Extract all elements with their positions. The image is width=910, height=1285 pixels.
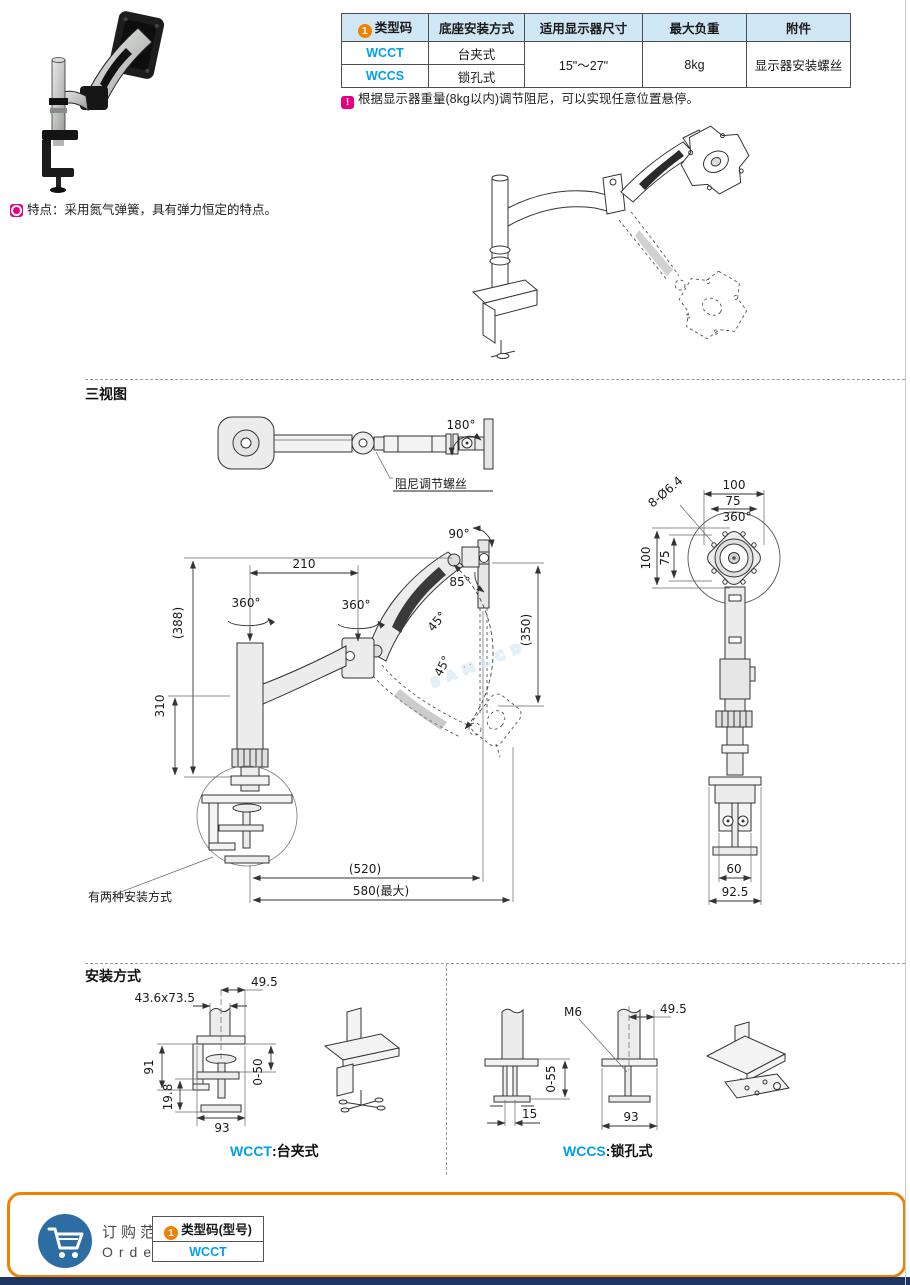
dim-520: (520) bbox=[349, 862, 381, 876]
dim-15: 15 bbox=[522, 1107, 537, 1121]
damper-screw-label: 阻尼调节螺丝 bbox=[395, 477, 467, 491]
dim-360-mid: 360° bbox=[342, 598, 371, 612]
top-view-drawing: 180° 阻尼调节螺丝 bbox=[217, 416, 494, 492]
dim-85: 85° bbox=[449, 575, 470, 589]
col-screen-size: 适用显示器尺寸 bbox=[524, 13, 643, 42]
iso-arm bbox=[507, 190, 612, 227]
cart-icon bbox=[38, 1214, 92, 1268]
iso-lowered-position bbox=[618, 211, 748, 340]
badge-1-icon: 1 bbox=[164, 1225, 179, 1240]
dim-93-wccs: 93 bbox=[623, 1110, 638, 1124]
dim-49-5-wcct: 49.5 bbox=[251, 975, 278, 989]
table-row: WCCT 台夹式 15"～27" 8kg 显示器安装螺丝 bbox=[341, 41, 851, 88]
table-row: WCCS 锁孔式 bbox=[341, 64, 851, 88]
badge-1-icon: 1 bbox=[357, 24, 372, 38]
dim-m6: M6 bbox=[564, 1005, 582, 1019]
wcct-drawing: 49.5 43.6x73.5 91 19.8 0-50 93 bbox=[134, 975, 401, 1135]
wccs-drawing: 0-55 15 M6 49.5 93 bbox=[484, 1002, 790, 1130]
dim-slot: 43.6x73.5 bbox=[134, 991, 195, 1005]
dim-350: (350) bbox=[519, 614, 533, 646]
page-right-border bbox=[905, 0, 906, 1285]
cell-mount-wccs: 锁孔式 bbox=[428, 64, 525, 88]
col-max-load: 最大负重 bbox=[642, 13, 747, 42]
product-photo bbox=[42, 11, 165, 193]
dim-45-lower: 45° bbox=[431, 653, 453, 678]
side-view-drawing: 100 75 360° 8-Ø6.4 100 75 60 92.5 bbox=[639, 474, 781, 905]
cell-code-wcct: WCCT bbox=[341, 41, 429, 65]
cell-accessory: 显示器安装螺丝 bbox=[746, 41, 851, 88]
dim-210: 210 bbox=[293, 557, 316, 571]
iso-vesa-plate bbox=[680, 125, 750, 195]
dim-45-upper: 45° bbox=[425, 609, 449, 634]
dim-49-5-wccs: 49.5 bbox=[660, 1002, 687, 1016]
feature-icon bbox=[10, 204, 23, 217]
feature-note: 特点：采用氮气弹簧，具有弹力恒定的特点。 bbox=[10, 199, 277, 218]
order-title-en: Order bbox=[102, 1244, 168, 1260]
dim-92-5: 92.5 bbox=[722, 885, 749, 899]
cell-code-wccs: WCCS bbox=[341, 64, 429, 88]
dim-holes: 8-Ø6.4 bbox=[645, 474, 685, 511]
wccs-iso-mini bbox=[705, 1021, 790, 1099]
wccs-caption: WCCS:锁孔式 bbox=[563, 1143, 653, 1159]
dim-180: 180° bbox=[447, 418, 476, 432]
dim-580: 580(最大) bbox=[353, 884, 409, 898]
iso-clamp bbox=[471, 279, 539, 359]
dim-388: (388) bbox=[171, 607, 185, 639]
col-base-mount: 底座安装方式 bbox=[428, 13, 525, 42]
dim-360-side: 360° bbox=[723, 510, 752, 524]
dim-100-top: 100 bbox=[723, 478, 746, 492]
footer-bar bbox=[0, 1277, 910, 1285]
three-view-drawings: 180° 阻尼调节螺丝 bbox=[88, 416, 781, 905]
dim-19-8: 19.8 bbox=[161, 1084, 175, 1111]
dim-0-50: 0-50 bbox=[251, 1058, 265, 1085]
dim-75-top: 75 bbox=[725, 494, 740, 508]
divider-mount-types bbox=[446, 963, 447, 1175]
clamp-photo bbox=[42, 130, 78, 193]
dim-360-left: 360° bbox=[232, 596, 261, 610]
dim-100-left: 100 bbox=[639, 547, 653, 570]
mount-note-label: 有两种安装方式 bbox=[88, 889, 172, 904]
iso-pole bbox=[489, 174, 511, 292]
dim-93-wcct: 93 bbox=[214, 1121, 229, 1135]
mounting-drawings: 49.5 43.6x73.5 91 19.8 0-50 93 bbox=[134, 975, 790, 1135]
wcct-iso-mini bbox=[323, 1007, 401, 1113]
dim-310: 310 bbox=[153, 695, 167, 718]
dim-75-left: 75 bbox=[658, 550, 672, 565]
section-three-view: 三视图 bbox=[85, 386, 127, 402]
dim-0-55: 0-55 bbox=[544, 1065, 558, 1092]
col-accessory: 附件 bbox=[746, 13, 851, 42]
isometric-drawing bbox=[471, 125, 750, 359]
front-view-drawing: 有两种安装方式 90° 85° 45° 45° 210 bbox=[88, 525, 544, 904]
dim-90: 90° bbox=[448, 527, 469, 541]
section-mounting: 安装方式 bbox=[85, 968, 141, 984]
divider-three-view bbox=[85, 379, 905, 380]
wcct-caption: WCCT:台夹式 bbox=[230, 1143, 319, 1159]
damping-note: !根据显示器重量(8kg以内)调节阻尼，可以实现任意位置悬停。 bbox=[341, 88, 699, 109]
cell-screen-size: 15"～27" bbox=[524, 41, 643, 88]
dim-91: 91 bbox=[142, 1059, 156, 1074]
divider-mounting bbox=[85, 963, 905, 964]
warning-icon: ! bbox=[341, 96, 354, 109]
cell-max-load: 8kg bbox=[642, 41, 747, 88]
order-example-code: WCCT bbox=[152, 1241, 264, 1262]
cell-mount-wcct: 台夹式 bbox=[428, 41, 525, 65]
iso-elbow bbox=[602, 173, 626, 215]
dim-60: 60 bbox=[726, 862, 741, 876]
